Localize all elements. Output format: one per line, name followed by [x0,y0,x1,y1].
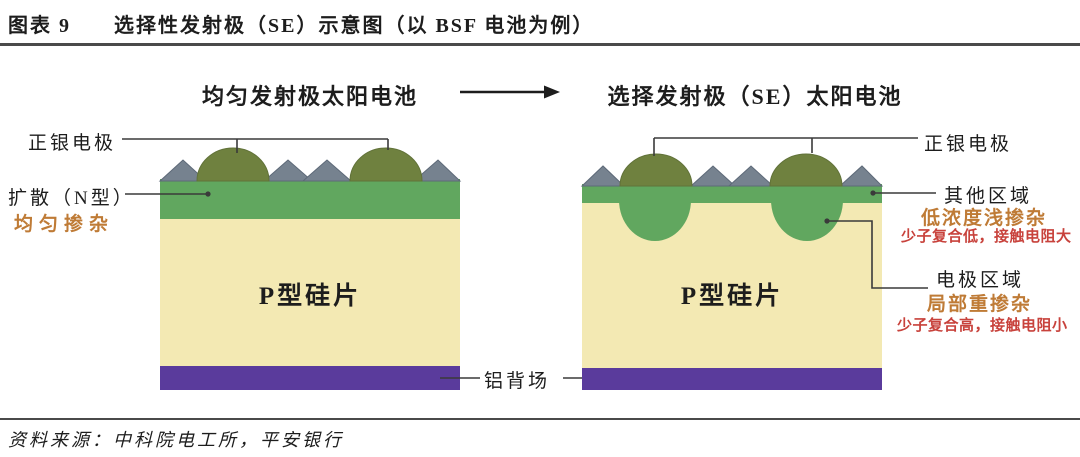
right-electrode-callout-line [653,137,918,156]
source-note: 资料来源：中科院电工所，平安银行 [8,430,344,450]
back-field-label: 铝背场 [484,371,551,392]
footer-divider [0,418,1080,420]
right-cell-cross-section [580,153,884,390]
right-silver-electrodes [619,153,843,187]
right-al-back-field-layer [582,368,882,390]
left-electrode-callout-line [122,138,389,153]
other-region-callout-dot [870,190,876,196]
other-region-note: 少子复合低，接触电阻大 [901,229,1072,245]
electrode-region-doping-label: 局部重掺杂 [927,294,1033,315]
right-electrode-label: 正银电极 [924,134,1013,155]
electrode-region-callout-dot [824,218,830,224]
left-diagram-title: 均匀发射极太阳电池 [201,84,418,109]
electrode-region-label: 电极区域 [936,270,1025,291]
left-texture-pyramids [158,159,462,182]
left-al-back-field-layer [160,366,460,390]
left-diffusion-label: 扩散（N型） [8,188,135,209]
right-n-diffusion-layer [582,184,882,203]
arrow-right-icon [460,85,560,99]
left-wafer-label: P型硅片 [258,283,362,310]
header-divider [0,43,1080,46]
right-callout-lines [653,137,936,289]
other-region-label: 其他区域 [944,186,1033,207]
left-n-diffusion-layer [160,179,460,219]
figure-title: 选择性发射极（SE）示意图（以 BSF 电池为例） [114,15,595,37]
figure-number: 图表 9 [8,15,71,37]
electrode-region-callout-line [827,220,928,289]
right-heavily-doped-bulbs [619,200,843,241]
right-diagram-title: 选择发射极（SE）太阳电池 [607,84,903,109]
left-p-wafer-layer [160,218,460,366]
right-texture-pyramids [580,165,884,187]
left-cell-cross-section [158,147,462,390]
left-uniform-doping-label: 均匀掺杂 [14,214,115,235]
right-wafer-label: P型硅片 [680,283,784,310]
left-diffusion-callout-dot [205,191,211,197]
electrode-region-note: 少子复合高，接触电阻小 [897,318,1068,334]
other-region-doping-label: 低浓度浅掺杂 [921,208,1048,229]
left-electrode-label: 正银电极 [28,133,117,154]
